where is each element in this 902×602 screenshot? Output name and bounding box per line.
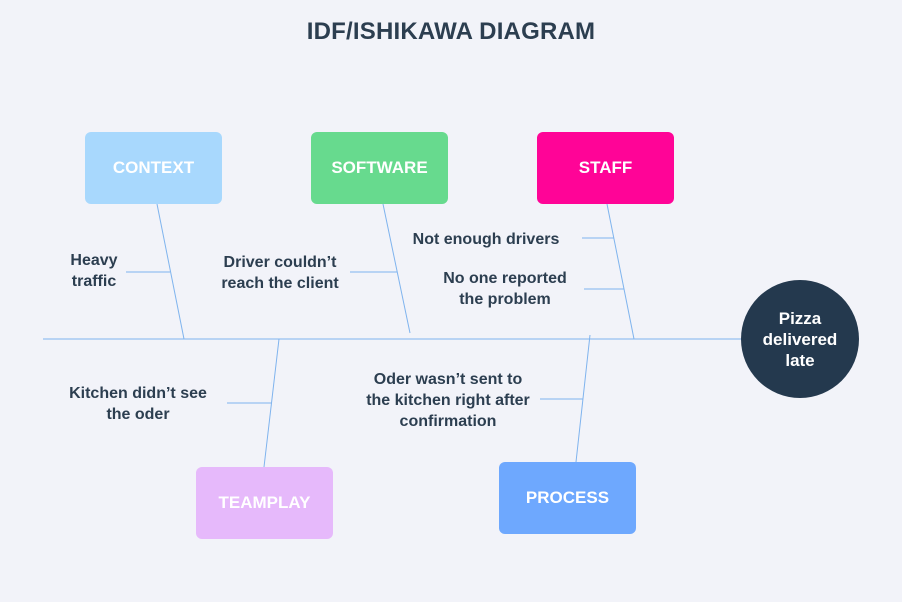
- category-teamplay: TEAMPLAY: [196, 467, 333, 539]
- category-staff: STAFF: [537, 132, 674, 204]
- diagram-title: IDF/ISHIKAWA DIAGRAM: [306, 18, 596, 45]
- category-context: CONTEXT: [85, 132, 222, 204]
- cause-no-report: No one reported the problem: [443, 270, 567, 308]
- cause-heavy-traffic: Heavy traffic: [70, 252, 118, 290]
- software-bone: [382, 203, 411, 334]
- cause-driver-client: Driver couldn’t reach the client: [221, 254, 339, 292]
- staff-bone: [606, 203, 635, 340]
- cause-oder-not-sent: Oder wasn’t sent to the kitchen right af…: [366, 371, 530, 430]
- effect-label: Pizza delivered late: [762, 308, 838, 370]
- category-software: SOFTWARE: [311, 132, 448, 204]
- cause-kitchen-oder: Kitchen didn’t see the oder: [69, 385, 207, 423]
- effect-circle: Pizza delivered late: [741, 280, 859, 398]
- category-process: PROCESS: [499, 462, 636, 534]
- cause-not-enough-drivers: Not enough drivers: [412, 231, 560, 248]
- context-bone: [156, 203, 185, 340]
